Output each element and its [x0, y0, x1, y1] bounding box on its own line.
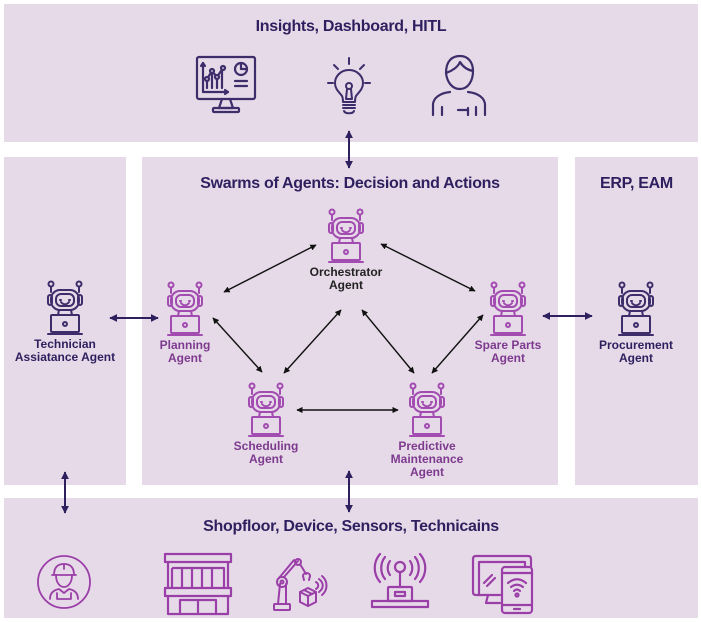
antenna-sensor-icon	[370, 553, 430, 609]
orchestrator-agent[interactable]: Orchestrator Agent	[286, 208, 406, 292]
orchestrator-agent-label: Orchestrator Agent	[309, 265, 383, 292]
scheduling-agent[interactable]: Scheduling Agent	[206, 382, 326, 466]
insights-title: Insights, Dashboard, HITL	[255, 18, 447, 35]
robot-icon	[490, 281, 526, 336]
lightbulb-icon	[327, 57, 371, 115]
robot-icon	[167, 281, 203, 336]
technician-helmet-icon	[37, 555, 91, 609]
robotic-arm-icon	[273, 558, 328, 611]
insights-panel: Insights, Dashboard, HITL	[4, 4, 698, 142]
shopfloor-title: Shopfloor, Device, Sensors, Technicains	[203, 518, 499, 535]
robot-icon	[618, 281, 654, 336]
procurement-agent-label: Procurement Agent	[598, 338, 674, 365]
erp-title: ERP, EAM	[600, 175, 673, 192]
shopfloor-panel: Shopfloor, Device, Sensors, Technicains	[4, 498, 698, 618]
robot-icon	[248, 382, 284, 437]
dashboard-monitor-icon	[195, 55, 257, 114]
technician-agent-label: Technician Assiatance Agent	[14, 337, 116, 364]
planning-agent[interactable]: Planning Agent	[125, 281, 245, 365]
robot-icon	[47, 280, 83, 335]
spare-parts-agent-label: Spare Parts Agent	[474, 338, 542, 365]
monitor-phone-wifi-icon	[471, 554, 534, 615]
procurement-agent[interactable]: Procurement Agent	[576, 281, 696, 365]
scheduling-agent-label: Scheduling Agent	[233, 439, 299, 466]
predictive-agent[interactable]: Predictive Maintenance Agent	[367, 382, 487, 479]
technician-agent[interactable]: Technician Assiatance Agent	[5, 280, 125, 364]
robot-icon	[328, 208, 364, 263]
erp-panel: ERP, EAM	[575, 157, 698, 485]
planning-agent-label: Planning Agent	[159, 338, 211, 365]
robot-icon	[409, 382, 445, 437]
spare-parts-agent[interactable]: Spare Parts Agent	[448, 281, 568, 365]
swarm-title: Swarms of Agents: Decision and Actions	[200, 175, 500, 192]
swarm-panel: Swarms of Agents: Decision and Actions	[142, 157, 558, 485]
person-icon	[431, 54, 487, 117]
factory-building-icon	[163, 552, 233, 616]
predictive-agent-label: Predictive Maintenance Agent	[390, 439, 464, 479]
